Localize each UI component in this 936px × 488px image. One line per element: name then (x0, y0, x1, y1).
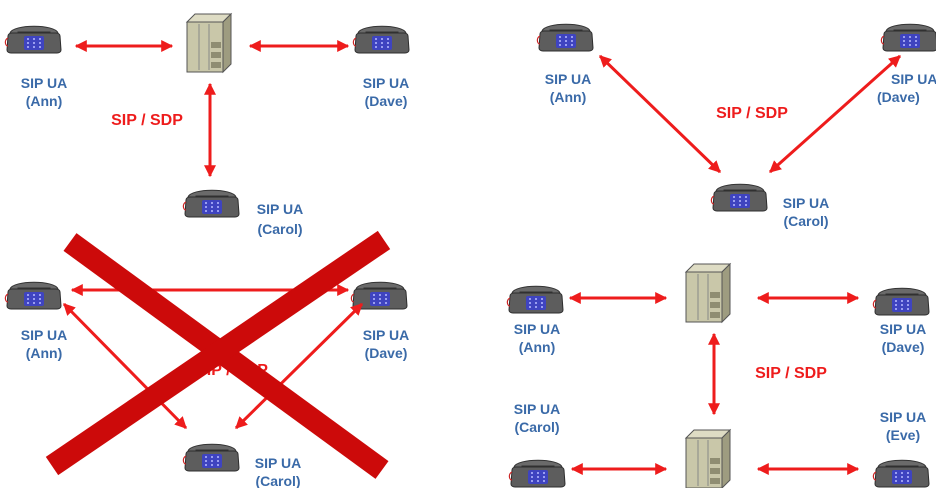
ua-name-carol: (Carol) (255, 473, 300, 488)
ua-name-ann: (Ann) (550, 89, 587, 105)
ua-name-ann: (Ann) (519, 339, 556, 355)
topology-full-mesh-rejected: SIP UA (Ann) SIP UA (Dave) SIP UA (Carol… (4, 230, 409, 488)
telephone-icon (710, 183, 768, 212)
signaling-arrow (62, 302, 188, 430)
ua-title: SIP UA (514, 321, 560, 337)
ua-title: SIP UA (21, 75, 67, 91)
server-icon (685, 263, 731, 323)
ua-title: SIP UA (880, 321, 926, 337)
topology-proxy-three-party: SIP UA (Ann) SIP UA (Dave) SIP UA (Carol… (4, 13, 410, 237)
ua-name-dave: (Dave) (365, 345, 408, 361)
telephone-icon (880, 23, 936, 52)
telephone-icon (182, 443, 240, 472)
telephone-icon (182, 189, 240, 218)
ua-title: SIP UA (363, 75, 409, 91)
server-icon (186, 13, 232, 73)
topology-two-proxy-four-party: SIP UA (Ann) SIP UA (Dave) SIP UA (Carol… (506, 263, 930, 488)
server-icon (685, 429, 731, 488)
telephone-icon (4, 281, 62, 310)
ua-name-carol: (Carol) (257, 221, 302, 237)
telephone-icon (4, 25, 62, 54)
ua-name-ann: (Ann) (26, 345, 63, 361)
telephone-icon (352, 25, 410, 54)
ua-title: SIP UA (891, 71, 936, 87)
ua-title: SIP UA (783, 195, 829, 211)
ua-title: SIP UA (255, 455, 301, 471)
ua-title: SIP UA (545, 71, 591, 87)
ua-name-carol: (Carol) (514, 419, 559, 435)
ua-title: SIP UA (21, 327, 67, 343)
ua-title: SIP UA (257, 201, 303, 217)
ua-name-dave: (Dave) (877, 89, 920, 105)
signaling-arrow (598, 54, 722, 174)
ua-name-dave: (Dave) (365, 93, 408, 109)
telephone-icon (506, 285, 564, 314)
telephone-icon (872, 287, 930, 316)
protocol-label: SIP / SDP (755, 365, 827, 382)
telephone-icon (508, 459, 566, 488)
signaling-arrow (769, 54, 901, 174)
ua-name-carol: (Carol) (783, 213, 828, 229)
topology-direct-three-party: SIP UA (Ann) SIP UA (Dave) SIP UA (Carol… (536, 23, 936, 229)
ua-title: SIP UA (880, 409, 926, 425)
ua-name-eve: (Eve) (886, 427, 920, 443)
telephone-icon (536, 23, 594, 52)
protocol-label: SIP / SDP (716, 105, 788, 122)
cross-out-icon (45, 230, 391, 479)
ua-name-ann: (Ann) (26, 93, 63, 109)
telephone-icon (872, 459, 930, 488)
ua-title: SIP UA (514, 401, 560, 417)
ua-title: SIP UA (363, 327, 409, 343)
protocol-label: SIP / SDP (111, 112, 183, 129)
ua-name-dave: (Dave) (882, 339, 925, 355)
signaling-arrow (234, 302, 364, 430)
